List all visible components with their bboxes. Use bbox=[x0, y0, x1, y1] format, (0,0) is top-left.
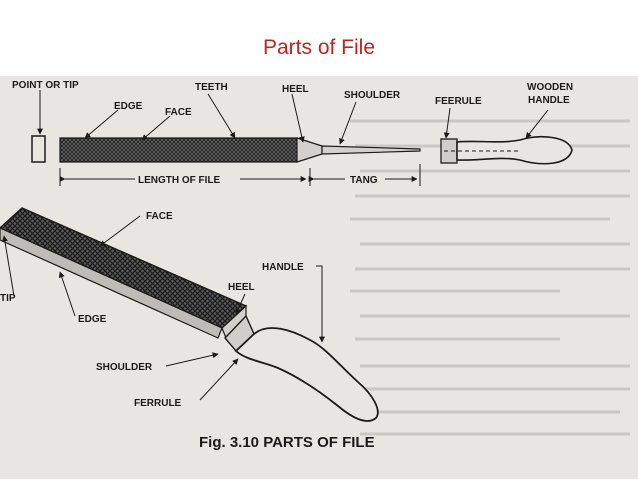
label-edge-top: EDGE bbox=[114, 101, 143, 112]
label-wooden-handle-l1: WOODEN bbox=[527, 82, 573, 93]
background-text-lines bbox=[350, 119, 630, 436]
bottom-file-blade bbox=[0, 207, 248, 329]
label-heel-top: HEEL bbox=[282, 84, 309, 95]
top-file-tang bbox=[321, 145, 421, 155]
label-edge-bottom: EDGE bbox=[78, 314, 107, 325]
top-leader-lines bbox=[37, 90, 549, 186]
label-ferrule-top: FEERULE bbox=[435, 96, 482, 107]
label-face-bottom: FACE bbox=[146, 211, 173, 222]
scanned-figure: POINT OR TIP TEETH EDGE FACE HEEL SHOULD… bbox=[0, 76, 638, 479]
label-shoulder-bottom: SHOULDER bbox=[96, 362, 153, 373]
top-wooden-handle bbox=[456, 136, 573, 165]
label-point-or-tip: POINT OR TIP bbox=[12, 80, 79, 91]
bottom-file-edge bbox=[0, 227, 223, 339]
bottom-leader-lines bbox=[1, 215, 325, 401]
label-tip-bottom: TIP bbox=[0, 293, 16, 304]
label-face-top: FACE bbox=[165, 107, 192, 118]
label-teeth: TEETH bbox=[195, 82, 228, 93]
top-file-blade bbox=[59, 137, 311, 163]
label-heel-bottom: HEEL bbox=[228, 282, 255, 293]
label-ferrule-bottom: FERRULE bbox=[134, 398, 182, 409]
label-shoulder-top: SHOULDER bbox=[344, 90, 401, 101]
slide-title: Parts of File bbox=[262, 36, 376, 59]
label-handle-bottom: HANDLE bbox=[262, 262, 304, 273]
tip-end-view bbox=[31, 135, 46, 163]
label-length-of-file: LENGTH OF FILE bbox=[138, 175, 221, 186]
file-parts-diagram: POINT OR TIP TEETH EDGE FACE HEEL SHOULD… bbox=[0, 80, 630, 451]
label-wooden-handle-l2: HANDLE bbox=[528, 95, 570, 106]
bottom-handle bbox=[234, 327, 379, 422]
top-file-heel bbox=[296, 137, 323, 163]
label-tang: TANG bbox=[350, 175, 378, 186]
figure-caption: Fig. 3.10 PARTS OF FILE bbox=[199, 434, 375, 451]
